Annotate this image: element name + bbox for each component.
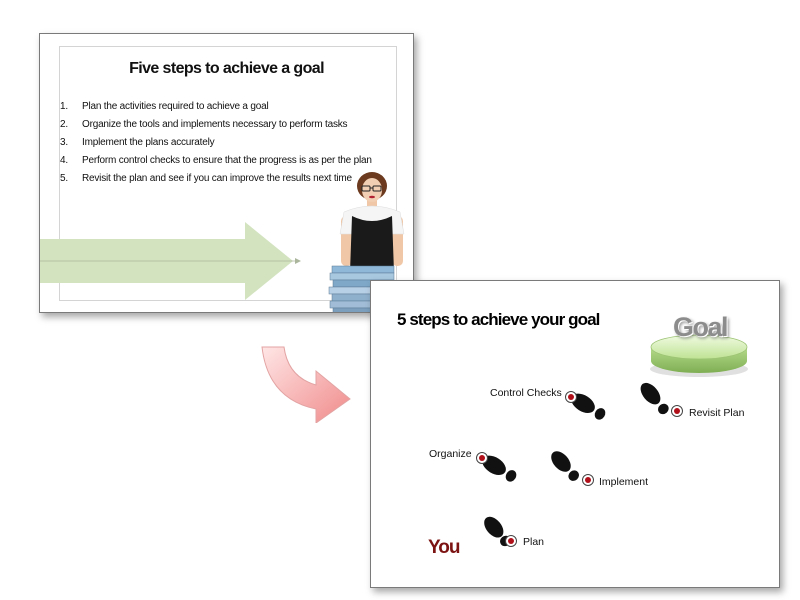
footprint-icon — [635, 377, 675, 421]
green-arrow — [40, 219, 310, 304]
transition-arrow — [258, 343, 354, 423]
step-label-revisit-plan: Revisit Plan — [689, 407, 744, 419]
target-marker-icon — [476, 452, 488, 464]
target-marker-icon — [505, 535, 517, 547]
slide-title: Five steps to achieve a goal — [40, 60, 413, 78]
steps-list: 1.Plan the activities required to achiev… — [60, 98, 372, 188]
target-marker-icon — [582, 474, 594, 486]
list-item: 5.Revisit the plan and see if you can im… — [60, 170, 372, 188]
target-marker-icon — [671, 405, 683, 417]
goal-label: Goal — [673, 312, 727, 343]
list-item: 4.Perform control checks to ensure that … — [60, 152, 372, 170]
step-label-implement: Implement — [599, 476, 648, 488]
list-item: 1.Plan the activities required to achiev… — [60, 98, 372, 116]
before-slide: Five steps to achieve a goal 1.Plan the … — [39, 33, 414, 313]
list-item: 3.Implement the plans accurately — [60, 134, 372, 152]
list-item: 2.Organize the tools and implements nece… — [60, 116, 372, 134]
step-label-plan: Plan — [523, 536, 544, 548]
step-label-organize: Organize — [429, 448, 472, 460]
step-label-control-checks: Control Checks — [490, 387, 562, 399]
you-label: You — [428, 537, 459, 559]
after-slide: 5 steps to achieve your goal Goal — [370, 280, 780, 588]
slide-title: 5 steps to achieve your goal — [397, 310, 600, 330]
footprint-icon — [545, 446, 585, 486]
target-marker-icon — [565, 391, 577, 403]
